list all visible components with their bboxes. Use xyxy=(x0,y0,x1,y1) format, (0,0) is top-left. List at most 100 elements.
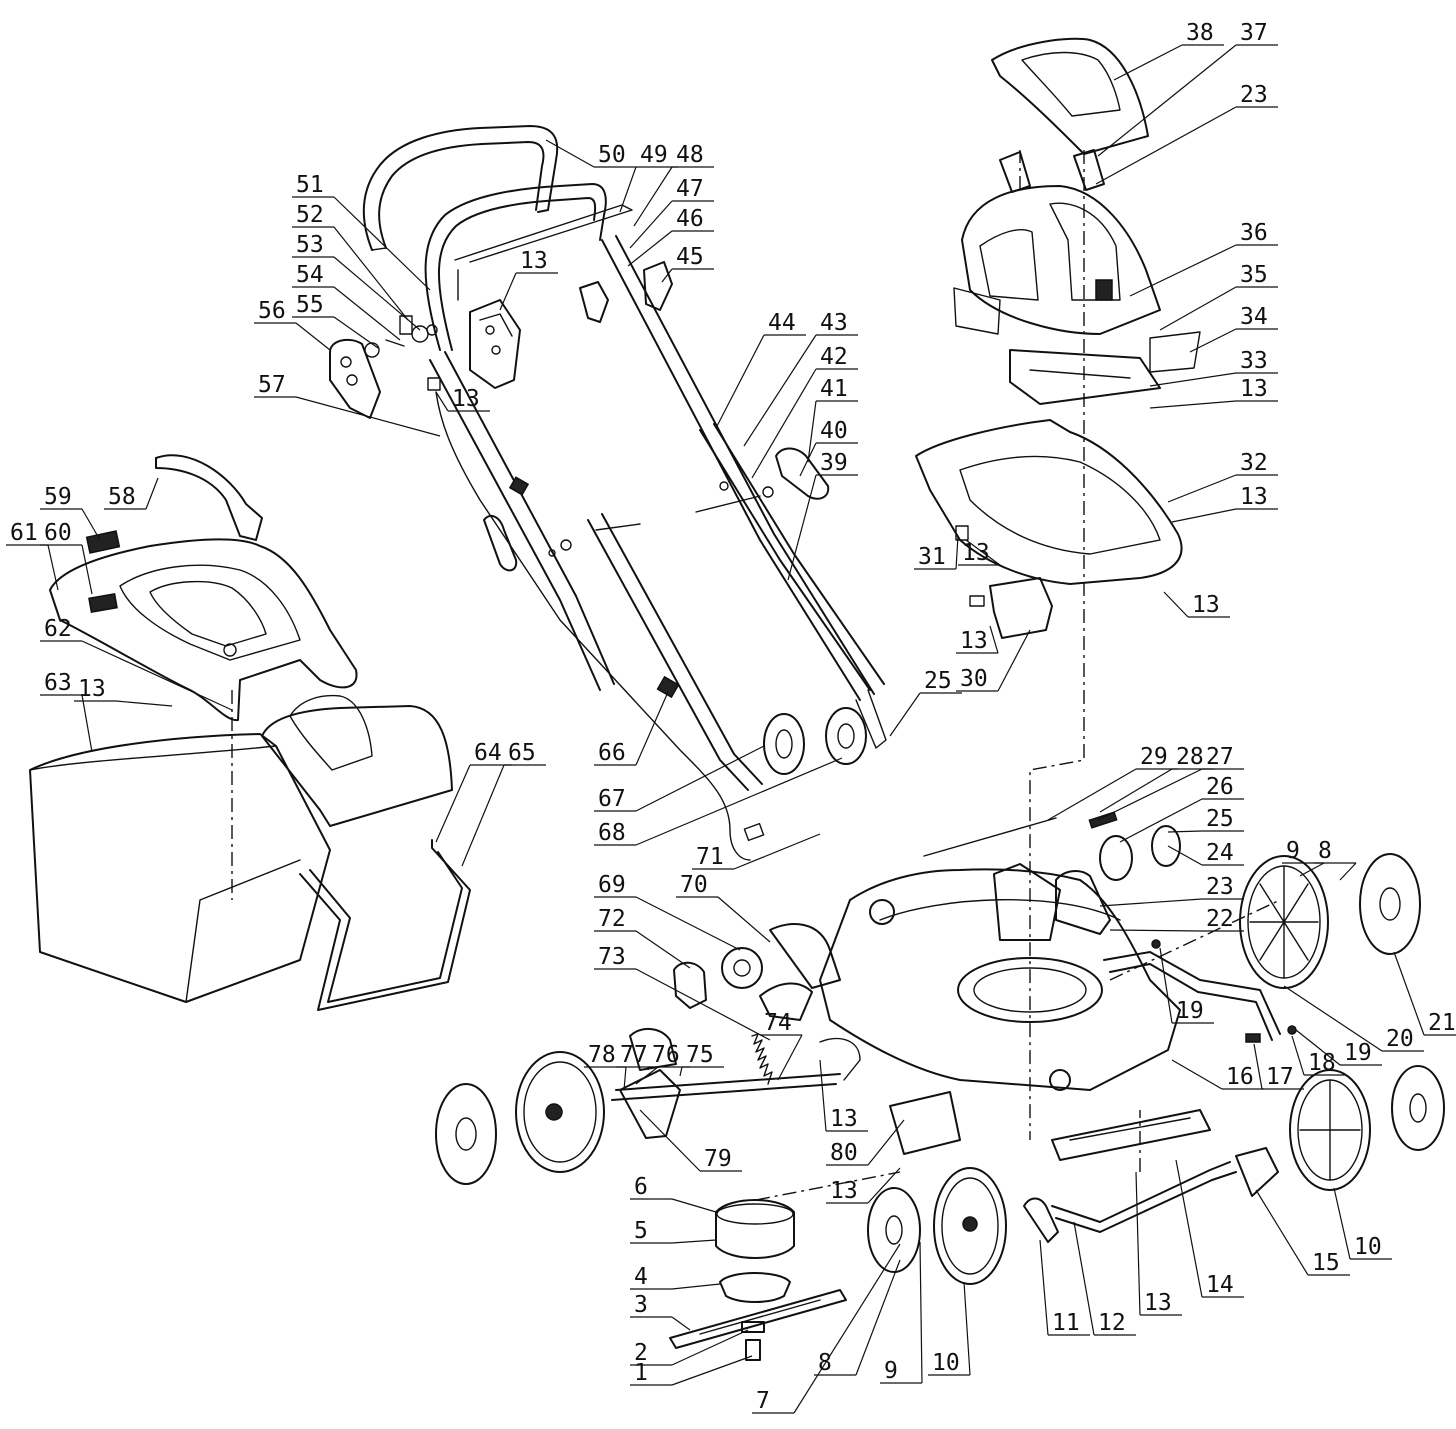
callout-label-2: 2 xyxy=(634,1340,648,1366)
callout-label-78: 78 xyxy=(588,1042,616,1068)
callout-label-13: 13 xyxy=(452,386,480,412)
blade-bolt-1-2 xyxy=(741,1321,765,1361)
leader-line xyxy=(1097,768,1203,821)
axle-12 xyxy=(1051,1161,1237,1233)
callout-label-40: 40 xyxy=(820,418,848,444)
label-59 xyxy=(85,530,121,554)
drive-parts-69-73 xyxy=(673,923,841,1021)
callout-label-19: 19 xyxy=(1344,1040,1372,1066)
leader-line xyxy=(1163,591,1189,618)
leader-line xyxy=(787,474,817,581)
callout-label-14: 14 xyxy=(1206,1272,1234,1298)
callout-label-30: 30 xyxy=(960,666,988,692)
callout-label-18: 18 xyxy=(1308,1050,1336,1076)
callout-label-34: 34 xyxy=(1240,304,1268,330)
leader-line xyxy=(715,334,765,429)
callout-label-8: 8 xyxy=(818,1350,832,1376)
leader-line xyxy=(965,539,1001,566)
leader-line xyxy=(47,544,59,591)
leader-line xyxy=(671,1283,721,1290)
upper-handle-bar xyxy=(362,125,559,251)
callout-label-72: 72 xyxy=(598,906,626,932)
callout-label-79: 79 xyxy=(704,1146,732,1172)
callout-label-77: 77 xyxy=(620,1042,648,1068)
callout-label-29: 29 xyxy=(1140,744,1168,770)
leader-line xyxy=(807,400,817,463)
blade-3 xyxy=(669,1289,847,1349)
leader-line xyxy=(661,268,673,283)
leader-line xyxy=(819,1059,827,1132)
callout-label-59: 59 xyxy=(44,484,72,510)
leader-line xyxy=(1167,474,1237,503)
leader-line xyxy=(115,700,173,707)
leader-line xyxy=(295,322,331,351)
leader-line xyxy=(919,1241,923,1384)
leader-line xyxy=(1119,798,1203,843)
leader-line xyxy=(671,1239,717,1244)
callout-label-44: 44 xyxy=(768,310,796,336)
callout-label-21: 21 xyxy=(1428,1010,1456,1036)
callout-label-23: 23 xyxy=(1240,82,1268,108)
leader-line xyxy=(635,745,765,812)
leader-line xyxy=(671,1329,749,1366)
callout-label-69: 69 xyxy=(598,872,626,898)
leader-line xyxy=(333,316,379,349)
leader-line xyxy=(1047,768,1137,821)
bracket-23 xyxy=(1055,870,1111,935)
callout-label-57: 57 xyxy=(258,372,286,398)
callout-label-10: 10 xyxy=(932,1350,960,1376)
cable-clip-57 xyxy=(427,377,441,391)
middle-handle-frame xyxy=(424,183,633,351)
hubcap-left xyxy=(435,1083,497,1185)
callout-label-68: 68 xyxy=(598,820,626,846)
callout-label-28: 28 xyxy=(1176,744,1204,770)
callout-label-66: 66 xyxy=(598,740,626,766)
leader-line xyxy=(333,196,431,291)
leader-line xyxy=(333,256,421,331)
front-axle-19 xyxy=(1103,939,1297,1041)
callout-label-3: 3 xyxy=(634,1292,648,1318)
callout-label-6: 6 xyxy=(634,1174,648,1200)
callout-label-37: 37 xyxy=(1240,20,1268,46)
leader-line xyxy=(777,1034,803,1081)
callout-label-73: 73 xyxy=(598,944,626,970)
callout-label-42: 42 xyxy=(820,344,848,370)
leader-line xyxy=(1099,898,1203,907)
callout-label-4: 4 xyxy=(634,1264,648,1290)
lower-right-handle-tube xyxy=(699,423,887,749)
callout-label-13: 13 xyxy=(1144,1290,1172,1316)
leader-line xyxy=(1167,830,1203,833)
grass-box-lid-60 xyxy=(49,538,358,722)
clamp-knob-45 xyxy=(643,261,673,311)
callout-label-8: 8 xyxy=(1318,838,1332,864)
callout-label-13: 13 xyxy=(78,676,106,702)
callout-label-49: 49 xyxy=(640,142,668,168)
callout-label-32: 32 xyxy=(1240,450,1268,476)
bracket-75-79 xyxy=(619,1028,681,1139)
callout-label-5: 5 xyxy=(634,1218,648,1244)
leader-line xyxy=(751,368,817,479)
motor-mount-33 xyxy=(1009,349,1161,405)
leader-line xyxy=(1095,106,1237,185)
leader-line xyxy=(1393,951,1425,1036)
callout-label-20: 20 xyxy=(1386,1026,1414,1052)
callout-label-58: 58 xyxy=(108,484,136,510)
callout-label-25: 25 xyxy=(1206,806,1234,832)
callout-label-19: 19 xyxy=(1176,998,1204,1024)
right-handle-tube xyxy=(601,235,875,701)
leader-line xyxy=(145,477,159,510)
callout-label-13: 13 xyxy=(1192,592,1220,618)
side-panel-34 xyxy=(953,287,1201,373)
callout-label-10: 10 xyxy=(1354,1234,1382,1260)
leader-line xyxy=(1099,768,1173,813)
callout-label-75: 75 xyxy=(686,1042,714,1068)
leader-line xyxy=(733,833,821,870)
leader-line xyxy=(635,1066,659,1085)
leader-line xyxy=(1339,862,1357,881)
switch-box-right xyxy=(579,281,609,323)
spring-73 xyxy=(751,1033,773,1085)
callout-label-15: 15 xyxy=(1312,1250,1340,1276)
hubcap-8 xyxy=(867,1187,921,1273)
leader-line xyxy=(635,896,741,951)
